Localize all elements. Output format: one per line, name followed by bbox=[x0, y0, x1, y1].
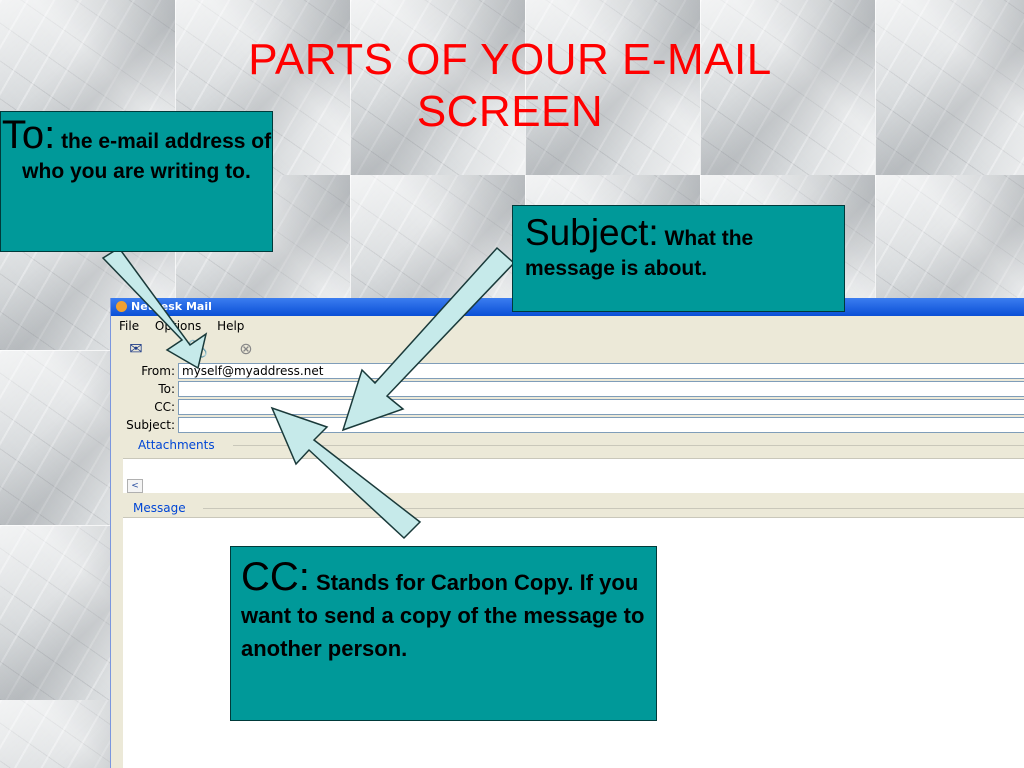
to-callout: To: the e-mail address of who you are wr… bbox=[0, 111, 273, 252]
from-label: From: bbox=[141, 364, 175, 378]
cc-callout-term: CC: bbox=[241, 555, 310, 599]
to-callout-text: the e-mail address of who you are writin… bbox=[22, 130, 272, 183]
to-label: To: bbox=[158, 382, 175, 396]
message-label: Message bbox=[133, 501, 186, 515]
app-icon bbox=[116, 301, 127, 312]
to-callout-term: To: bbox=[1, 113, 56, 157]
subject-callout-term: Subject: bbox=[525, 212, 659, 253]
menubar: File Options Help bbox=[111, 316, 1024, 336]
toolbar: ✉ 📎 ⊗ bbox=[111, 336, 1024, 362]
to-field[interactable] bbox=[178, 381, 1024, 397]
attachments-list[interactable] bbox=[123, 458, 1024, 493]
menu-file[interactable]: File bbox=[119, 319, 140, 333]
subject-callout-text: What the message is about. bbox=[525, 227, 754, 280]
scroll-left-button[interactable]: < bbox=[127, 479, 143, 493]
slide-title: PARTS OF YOUR E-MAIL SCREEN bbox=[248, 35, 772, 136]
to-row: To: bbox=[111, 380, 1024, 398]
cc-row: CC: bbox=[111, 398, 1024, 416]
send-mail-icon[interactable]: ✉ bbox=[129, 339, 143, 358]
subject-callout: Subject: What the message is about. bbox=[512, 205, 845, 312]
cc-field[interactable] bbox=[178, 399, 1024, 415]
attach-icon[interactable]: 📎 bbox=[188, 339, 208, 358]
cc-callout: CC: Stands for Carbon Copy. If you want … bbox=[230, 546, 657, 721]
subject-field[interactable] bbox=[178, 417, 1024, 433]
window-title: Netdesk Mail bbox=[131, 300, 212, 313]
attachments-label: Attachments bbox=[138, 438, 215, 452]
remove-attachment-icon[interactable]: ⊗ bbox=[239, 339, 253, 358]
cc-label: CC: bbox=[154, 400, 175, 414]
attachments-separator bbox=[233, 445, 1024, 446]
menu-help[interactable]: Help bbox=[217, 319, 245, 333]
message-separator bbox=[203, 508, 1024, 509]
from-row: From: myself@myaddress.net bbox=[111, 362, 1024, 380]
subject-label: Subject: bbox=[126, 418, 175, 432]
from-field[interactable]: myself@myaddress.net bbox=[178, 363, 1024, 379]
menu-options[interactable]: Options bbox=[154, 319, 202, 333]
cc-callout-text: Stands for Carbon Copy. If you want to s… bbox=[241, 570, 645, 661]
subject-row: Subject: bbox=[111, 416, 1024, 434]
